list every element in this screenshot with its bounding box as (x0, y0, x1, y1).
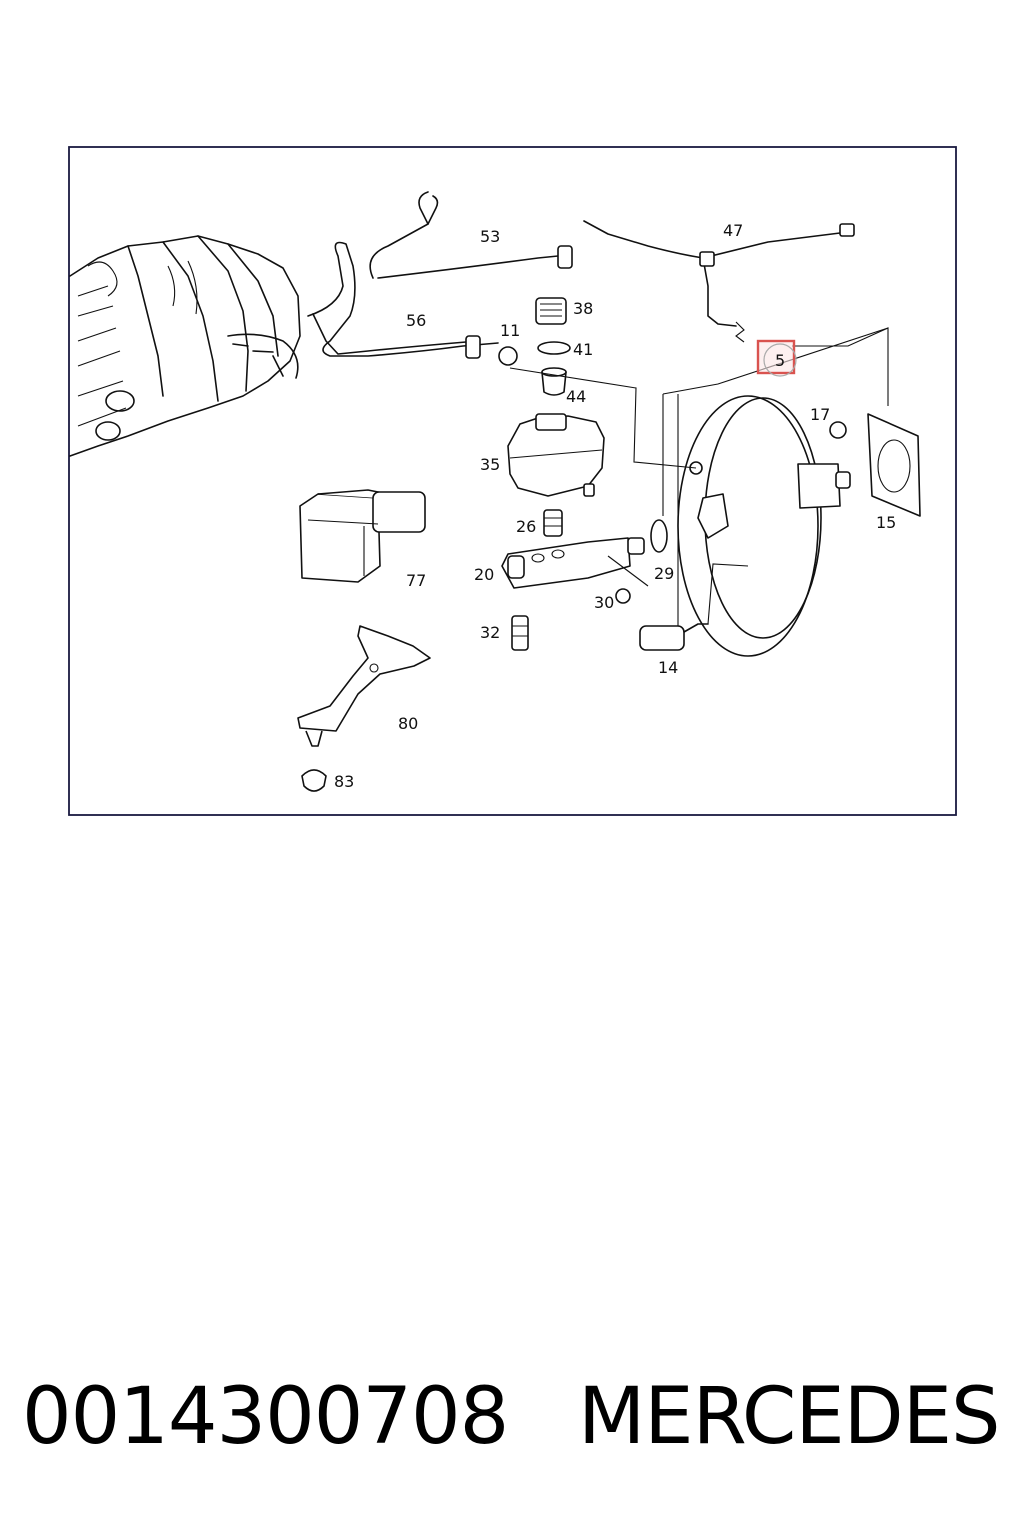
reservoir-35-drawing (507, 413, 605, 497)
nut-17-drawing (829, 421, 847, 439)
callout-41[interactable]: 41 (573, 340, 593, 359)
caption-bar: 0014300708 MERCEDES (22, 1362, 1012, 1472)
callout-5[interactable]: 5 (775, 351, 785, 370)
callout-17[interactable]: 17 (810, 405, 830, 424)
callout-44[interactable]: 44 (566, 387, 586, 406)
bracket-80-drawing (297, 625, 431, 747)
cap-38-drawing (535, 297, 567, 325)
master-cylinder-20-drawing (501, 537, 645, 589)
callout-32[interactable]: 32 (480, 623, 500, 642)
callout-47[interactable]: 47 (723, 221, 743, 240)
callout-53[interactable]: 53 (480, 227, 500, 246)
callout-35[interactable]: 35 (480, 455, 500, 474)
callout-11[interactable]: 11 (500, 321, 520, 340)
callout-38[interactable]: 38 (573, 299, 593, 318)
abs-unit-77-drawing (299, 489, 426, 583)
switch-32-drawing (511, 615, 529, 651)
sensor-14-drawing (639, 623, 709, 651)
callout-83[interactable]: 83 (334, 772, 354, 791)
callout-15[interactable]: 15 (876, 513, 896, 532)
seal-26-drawing (543, 509, 563, 537)
callout-80[interactable]: 80 (398, 714, 418, 733)
brake-line-56 (312, 313, 481, 359)
brake-booster-5-drawing (677, 395, 851, 657)
engine-block-drawing (69, 235, 301, 457)
highlight-circle-part-5 (763, 343, 797, 377)
o-ring-29-drawing (650, 519, 668, 553)
part-number: 0014300708 (22, 1372, 509, 1462)
brake-line-53 (307, 191, 573, 357)
nut-30-drawing (615, 588, 631, 604)
leader-lines (509, 327, 889, 626)
gasket-15-drawing (867, 413, 921, 517)
callout-20[interactable]: 20 (474, 565, 494, 584)
brake-line-47 (583, 220, 855, 343)
callout-29[interactable]: 29 (654, 564, 674, 583)
brand-name: MERCEDES (578, 1372, 1000, 1462)
callout-26[interactable]: 26 (516, 517, 536, 536)
filter-44-drawing (541, 367, 567, 396)
parts-diagram: 53 47 56 11 38 41 5 44 17 35 15 26 77 20… (68, 146, 957, 816)
callout-56[interactable]: 56 (406, 311, 426, 330)
grommet-83-drawing (301, 769, 327, 792)
callout-30[interactable]: 30 (594, 593, 614, 612)
callout-77[interactable]: 77 (406, 571, 426, 590)
grommet-11-drawing (498, 346, 518, 366)
callout-14[interactable]: 14 (658, 658, 678, 677)
seal-ring-41-drawing (537, 341, 571, 355)
